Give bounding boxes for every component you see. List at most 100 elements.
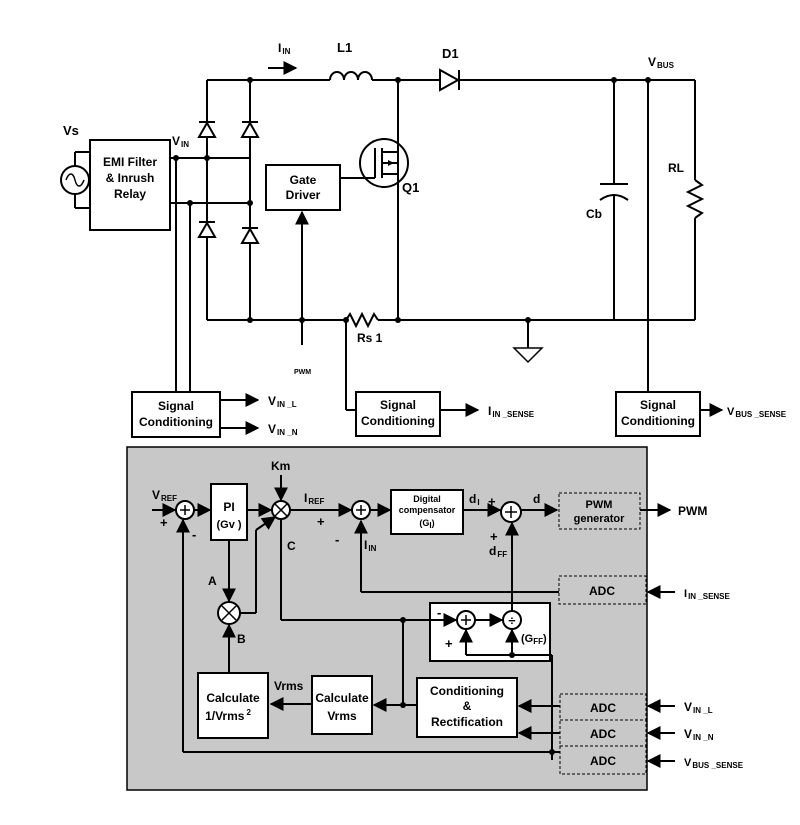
feedforward-block [429, 602, 551, 662]
km-label: Km [271, 459, 290, 473]
calc-vrms-label-1: Calculate [315, 691, 369, 705]
pwm-gen-label-2: generator [574, 513, 625, 525]
sc-vbus-label-1: Signal [640, 398, 676, 412]
sc-iin-label-2: Conditioning [361, 414, 435, 428]
pwm-gen-label-1: PWM [586, 499, 613, 511]
resistor-icon [345, 311, 379, 329]
out-vin-n-label: VIN _N [268, 422, 298, 437]
sc-vbus-label-2: Conditioning [621, 414, 695, 428]
summing-junction-icon [351, 500, 371, 520]
diode-icon [240, 226, 260, 244]
emi-filter-label-2: & Inrush [106, 171, 155, 185]
divide-symbol: ÷ [508, 613, 515, 628]
inductor-icon [329, 71, 373, 81]
adc-vbus-label: ADC [590, 754, 616, 768]
mosfet-icon [340, 138, 409, 188]
pi-gain-label: (Gv ) [216, 519, 241, 531]
in-vbus-sense-label: VBUS _SENSE [684, 757, 744, 770]
dff-label: dFF [489, 544, 507, 559]
multiplier-icon [271, 500, 291, 520]
load-label: RL [668, 161, 684, 175]
capacitor-icon [599, 80, 629, 320]
ff-minus: - [437, 605, 441, 620]
switch-label: Q1 [402, 180, 419, 195]
node-c-label: C [287, 539, 296, 553]
signal-conditioning-iin [355, 391, 441, 437]
pi-controller-block [210, 483, 248, 541]
emi-filter-label-3: Relay [114, 187, 146, 201]
out-iin-sense-label: IIN _SENSE [488, 404, 535, 419]
sum2-plus: + [317, 514, 325, 529]
power-stage: Vs EMI Filter & Inrush Relay VIN IIN [60, 40, 705, 411]
shunt-label: Rs 1 [357, 331, 383, 345]
diode-label: D1 [442, 46, 459, 61]
multiplier-icon [217, 601, 241, 625]
di-label: dI [469, 492, 480, 507]
calc-inv-label-1: Calculate [206, 691, 260, 705]
inductor-label: L1 [337, 40, 352, 55]
gate-driver-block [265, 164, 341, 211]
resistor-icon [685, 80, 705, 320]
signal-conditioning-vbus [615, 391, 701, 437]
diode-icon [439, 68, 461, 92]
adc-iin-label: ADC [589, 584, 615, 598]
controller-iin-label: IIN [364, 538, 377, 553]
sum1-minus: - [192, 527, 196, 542]
in-vin-l-label: VIN _L [684, 700, 713, 715]
capacitor-label: Cb [586, 207, 602, 221]
calculate-inverse-vrms-block [197, 672, 269, 739]
iref-label: IREF [304, 491, 324, 506]
sum3-plus-b: + [490, 529, 498, 544]
divider-icon: ÷ [502, 610, 522, 630]
adc-iin-sense [558, 575, 647, 605]
pwm-input-label: PWM [294, 369, 311, 376]
diode-icon [197, 220, 217, 238]
bridge-rectifier [197, 77, 330, 323]
comp-label-1: Digital [413, 494, 441, 504]
gff-label: (GFF) [521, 633, 547, 646]
summing-junction-icon [500, 501, 522, 523]
digital-compensator-block [390, 489, 464, 535]
emi-filter-label-1: EMI Filter [103, 155, 157, 169]
digital-controller: VREF + - PI (Gv ) Km C IREF + - [126, 446, 744, 791]
sum1-plus: + [160, 515, 168, 530]
sum2-minus: - [335, 532, 339, 547]
pwm-output-label: PWM [678, 504, 707, 518]
node-a-label: A [208, 574, 217, 588]
adc-vbus-sense [559, 745, 647, 775]
ff-plus: + [445, 636, 453, 651]
adc-vinl-label: ADC [590, 701, 616, 715]
node-b-label: B [237, 632, 246, 646]
cond-rect-label-2: & [463, 699, 472, 713]
in-iin-sense-label: IIN _SENSE [684, 588, 731, 601]
adc-vinn-label: ADC [590, 727, 616, 741]
cond-rect-label-3: Rectification [431, 715, 503, 729]
sc-vin-label-2: Conditioning [139, 415, 213, 429]
iin-label: IIN [278, 41, 291, 56]
emi-filter-block [89, 139, 171, 231]
summing-junction-icon [456, 610, 476, 630]
sum3-plus-a: + [488, 494, 496, 509]
sc-vin-label-1: Signal [158, 399, 194, 413]
sc-iin-label-1: Signal [380, 398, 416, 412]
out-vbus-sense-label: VBUS _SENSE [727, 406, 787, 419]
calc-vrms-label-2: Vrms [327, 709, 357, 723]
ac-source-icon [60, 151, 90, 209]
pwm-generator-block [558, 492, 641, 530]
summing-junction-icon [175, 500, 195, 520]
signal-conditioning-vin [131, 391, 221, 438]
in-vin-n-label: VIN _N [684, 727, 714, 742]
calculate-vrms-block [311, 675, 373, 735]
gate-driver-label-2: Driver [286, 188, 321, 202]
vref-label: VREF [152, 488, 177, 503]
gate-driver-label-1: Gate [290, 173, 317, 187]
comp-label-2: compensator [399, 505, 456, 515]
diode-icon [197, 120, 217, 138]
source-label: Vs [63, 123, 79, 138]
comp-label-3: (GI) [419, 518, 434, 530]
ground-icon [512, 320, 544, 364]
conditioning-rectification-block [416, 677, 518, 738]
vin-label: VIN [172, 134, 189, 149]
